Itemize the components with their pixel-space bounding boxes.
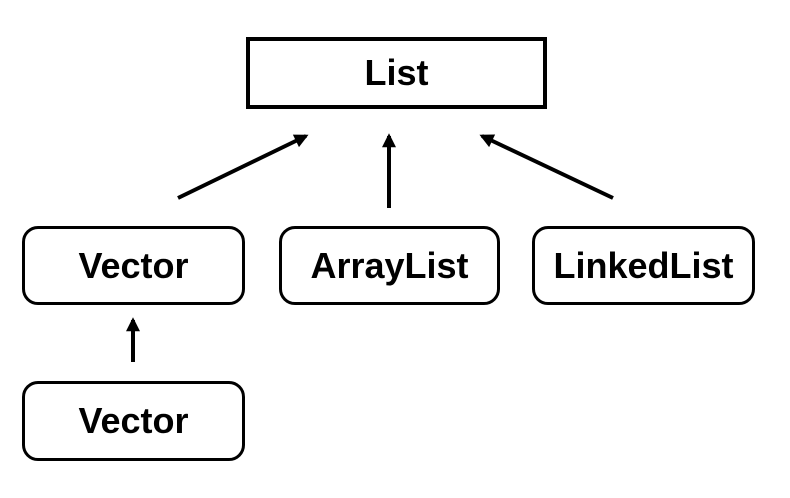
node-arraylist-label: ArrayList xyxy=(310,244,469,286)
node-linkedlist-label: LinkedList xyxy=(553,244,734,286)
node-linkedlist: LinkedList xyxy=(532,226,755,305)
node-vector-subclass: Vector xyxy=(22,381,245,461)
node-list-label: List xyxy=(364,52,429,93)
node-arraylist: ArrayList xyxy=(279,226,500,305)
node-vector: Vector xyxy=(22,226,245,305)
node-list: List xyxy=(246,37,547,109)
node-vector-subclass-label: Vector xyxy=(78,400,189,441)
arrow-vector-to-list xyxy=(177,134,309,200)
arrow-linkedlist-to-list xyxy=(479,134,614,200)
node-vector-label: Vector xyxy=(78,244,189,286)
